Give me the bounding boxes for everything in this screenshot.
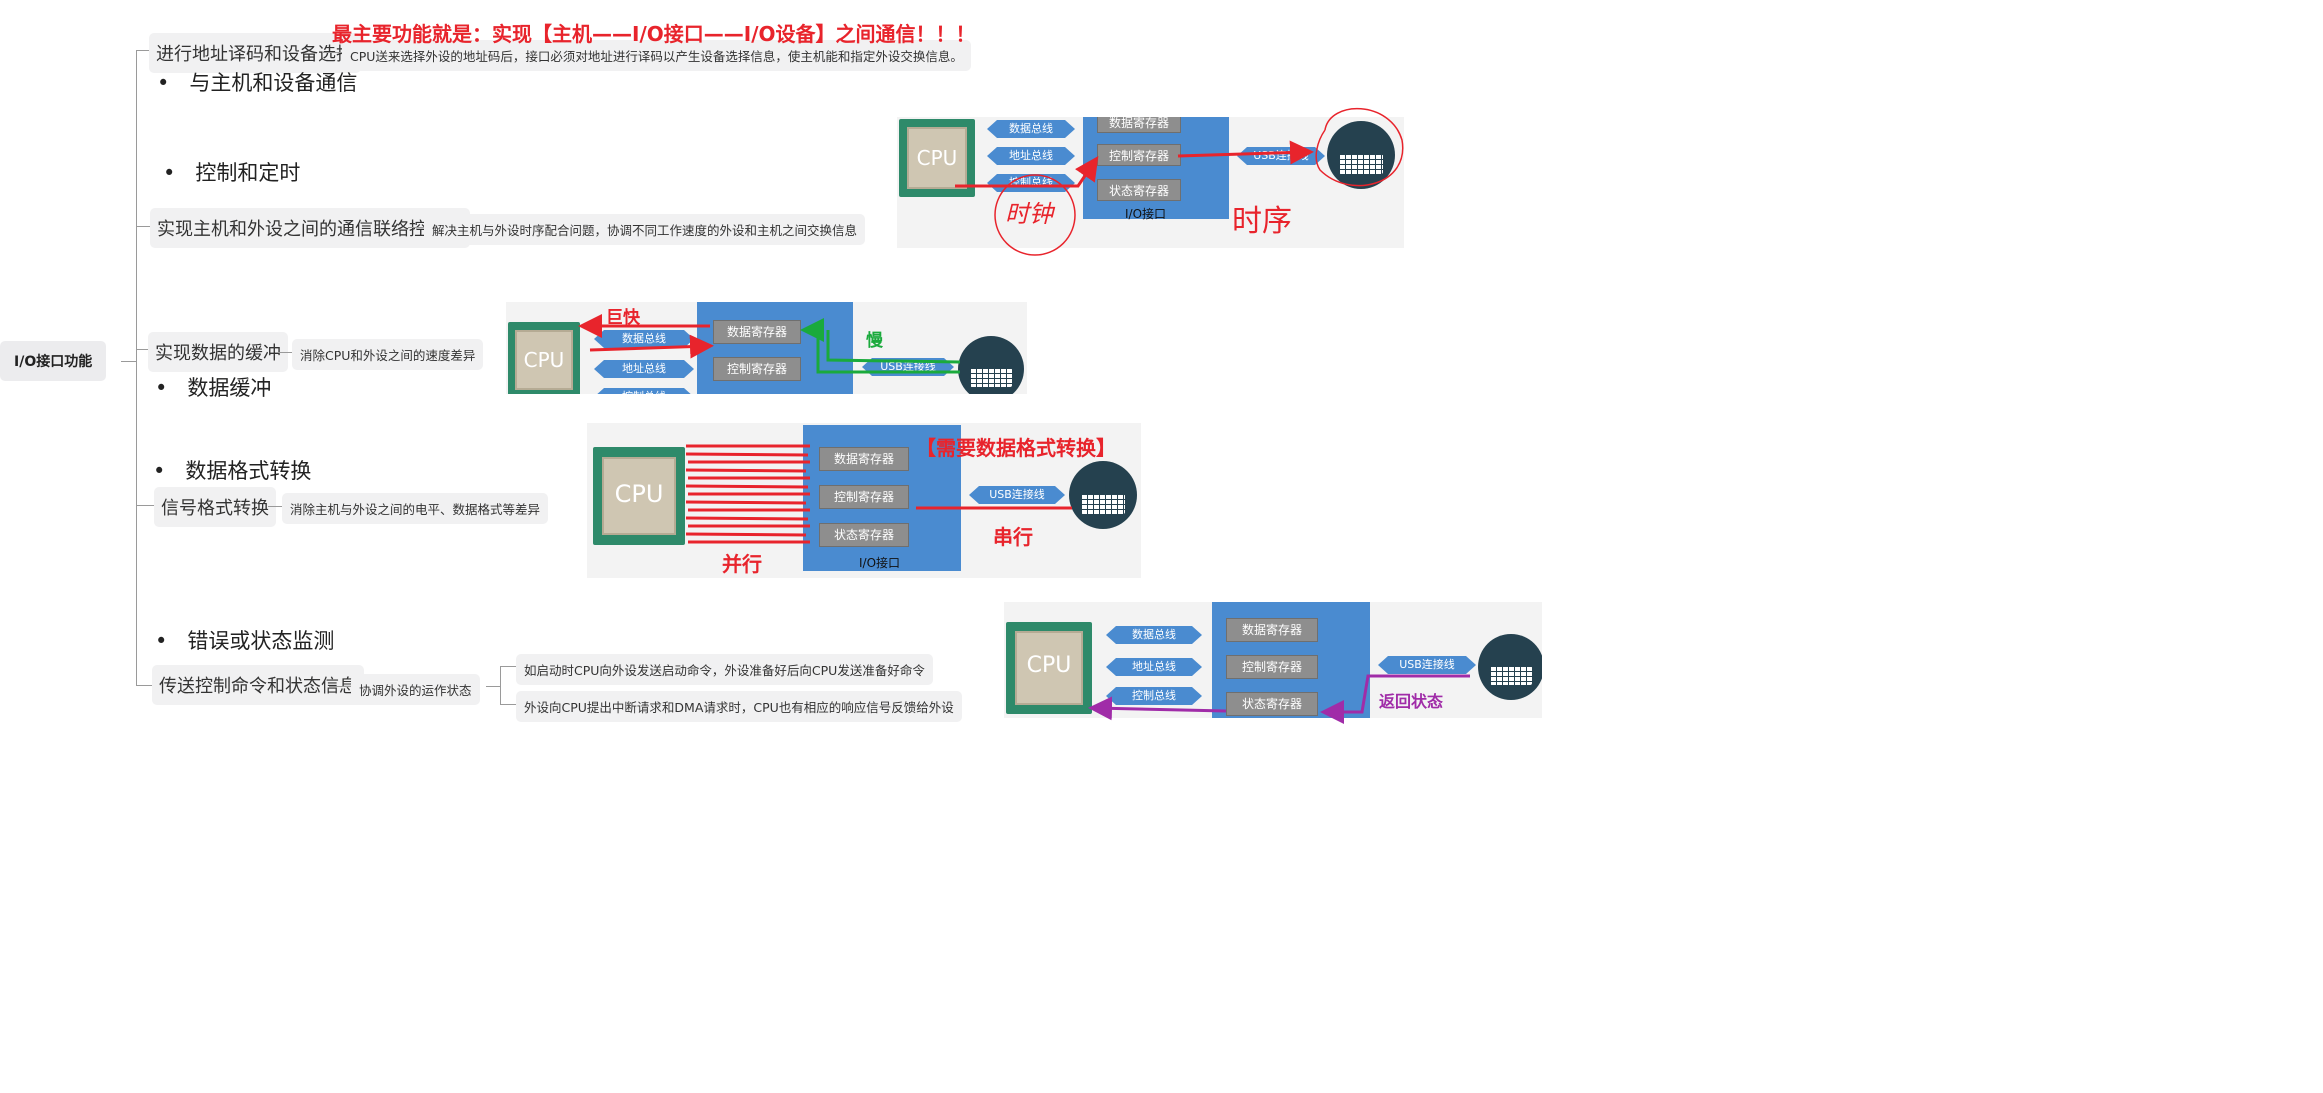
root-node[interactable]: I/O接口功能 [0, 341, 107, 381]
usb-cable: USB连接线 [1378, 656, 1476, 674]
sub-tick-2 [500, 704, 516, 705]
root-connector [121, 361, 137, 362]
register-control: 控制寄存器 [713, 357, 801, 381]
sub-tick-1 [500, 666, 516, 667]
annotation-timing: 时序 [1232, 204, 1292, 239]
usb-cable: USB连接线 [862, 358, 954, 376]
desc-data-buffer[interactable]: 消除CPU和外设之间的速度差异 [292, 339, 484, 370]
branch-4-link [268, 506, 282, 507]
annotation-clock: 时钟 [1005, 200, 1053, 228]
cpu-chip: CPU [593, 447, 685, 545]
usb-cable: USB连接线 [969, 486, 1065, 504]
bullet-control-timing: • 控制和定时 [163, 161, 301, 185]
branch-comm-control[interactable]: 实现主机和外设之间的通信联络控制。 [150, 208, 470, 248]
register-control: 控制寄存器 [819, 485, 909, 509]
annotation-very-fast: 巨快 [606, 308, 640, 328]
desc-signal-format[interactable]: 消除主机与外设之间的电平、数据格式等差异 [282, 493, 549, 524]
diagram-status: CPU 数据总线 地址总线 控制总线 数据寄存器 控制寄存器 状态寄存器 USB… [1004, 602, 1542, 718]
diagram-format: CPU 数据寄存器 控制寄存器 状态寄存器 I/O接口 USB连接线 [587, 423, 1141, 578]
bus-address: 地址总线 [1106, 658, 1202, 676]
branch-signal-format[interactable]: 信号格式转换 [154, 487, 276, 527]
cpu-chip: CPU [508, 322, 580, 394]
register-data: 数据寄存器 [1097, 117, 1181, 133]
branch-5-link [329, 686, 351, 687]
bullet-data-buffer: • 数据缓冲 [155, 376, 272, 400]
annotation-return-status: 返回状态 [1379, 692, 1444, 711]
sub-interrupt-response[interactable]: 外设向CPU提出中断请求和DMA请求时，CPU也有相应的响应信号反馈给外设 [516, 691, 962, 722]
annotation-serial: 串行 [993, 525, 1033, 549]
keyboard-device [958, 336, 1024, 394]
register-data: 数据寄存器 [819, 447, 909, 471]
register-data: 数据寄存器 [1226, 618, 1318, 642]
register-status: 状态寄存器 [819, 523, 909, 547]
keyboard-device [1478, 634, 1542, 700]
io-label: I/O接口 [859, 556, 901, 570]
trunk-tick-3 [136, 349, 148, 350]
bus-data: 数据总线 [1106, 626, 1202, 644]
bus-address: 地址总线 [987, 147, 1075, 165]
keyboard-device [1327, 121, 1395, 189]
trunk-tick-4 [136, 505, 154, 506]
trunk-tick-1 [136, 50, 150, 51]
bus-control: 控制总线 [1106, 687, 1202, 705]
register-control: 控制寄存器 [1097, 144, 1181, 166]
sub-bracket-vertical [500, 666, 501, 704]
usb-cable: USB连接线 [1237, 147, 1325, 165]
annotation-need-convert: 【需要数据格式转换】 [916, 436, 1116, 460]
branch-1-link [322, 52, 342, 53]
annotation-parallel: 并行 [722, 552, 762, 576]
bus-control: 控制总线 [594, 388, 694, 394]
io-interface [1083, 117, 1229, 219]
trunk-tick-5 [136, 685, 152, 686]
bullet-format-convert: • 数据格式转换 [153, 459, 312, 483]
annotation-slow: 慢 [866, 331, 883, 351]
bus-data: 数据总线 [594, 330, 694, 348]
trunk-line [136, 50, 137, 685]
bullet-communicate: • 与主机和设备通信 [157, 71, 358, 95]
register-control: 控制寄存器 [1226, 655, 1318, 679]
io-label: I/O接口 [1125, 207, 1167, 221]
sub-startup-command[interactable]: 如启动时CPU向外设发送启动命令，外设准备好后向CPU发送准备好命令 [516, 654, 933, 685]
desc-comm-control[interactable]: 解决主机与外设时序配合问题，协调不同工作速度的外设和主机之间交换信息 [424, 214, 866, 245]
diagram-buffer: CPU 数据总线 地址总线 控制总线 数据寄存器 控制寄存器 USB连接线 [506, 302, 1027, 394]
register-status: 状态寄存器 [1097, 179, 1181, 201]
branch-data-buffer[interactable]: 实现数据的缓冲 [148, 332, 288, 372]
desc-address-decode[interactable]: CPU送来选择外设的地址码后，接口必须对地址进行译码以产生设备选择信息，使主机能… [342, 40, 971, 71]
keyboard-device [1069, 461, 1137, 529]
bus-data: 数据总线 [987, 120, 1075, 138]
register-data: 数据寄存器 [713, 320, 801, 344]
diagram-timing: CPU 数据总线 地址总线 控制总线 数据寄存器 控制寄存器 状态寄存器 I/O… [897, 117, 1404, 248]
bullet-error-status: • 错误或状态监测 [155, 629, 335, 653]
register-status: 状态寄存器 [1226, 692, 1318, 716]
desc-command-status[interactable]: 协调外设的运作状态 [351, 674, 480, 705]
main-function-headline: 最主要功能就是：实现【主机——I/O接口——I/O设备】之间通信！！！ [332, 22, 976, 46]
cpu-chip: CPU [1006, 622, 1092, 714]
branch-3-link [278, 352, 292, 353]
branch-command-status[interactable]: 传送控制命令和状态信息 [152, 665, 364, 705]
bus-control: 控制总线 [987, 174, 1075, 192]
branch-address-decode[interactable]: 进行地址译码和设备选择 [149, 33, 361, 73]
bus-address: 地址总线 [594, 360, 694, 378]
sub-bracket [486, 686, 500, 687]
branch-2-link [408, 227, 424, 228]
trunk-tick-2 [136, 226, 150, 227]
cpu-chip: CPU [899, 119, 975, 197]
